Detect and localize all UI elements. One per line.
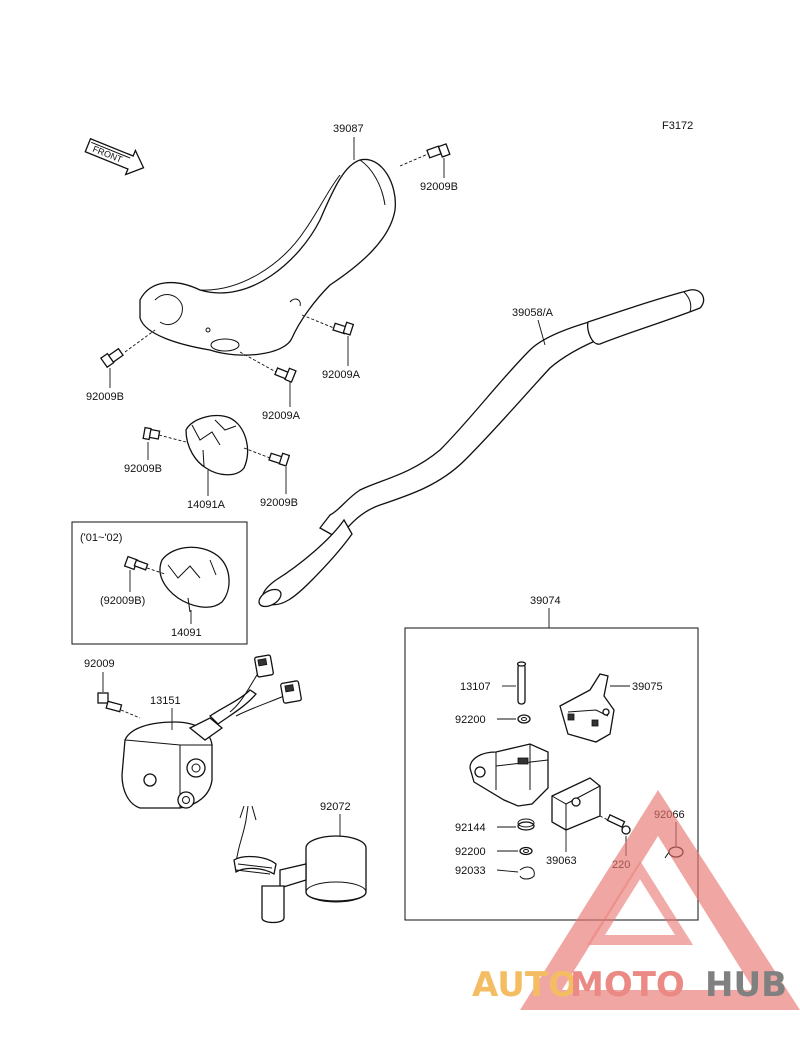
callout-92144: 92144 xyxy=(455,822,486,834)
clamp-band-92072 xyxy=(233,805,367,924)
bolt-92009b-top xyxy=(399,143,451,167)
callout-92009b-bracket-left: 92009B xyxy=(124,463,162,475)
callout-92009b-top: 92009B xyxy=(420,181,458,193)
callout-92200-b: 92200 xyxy=(455,846,486,858)
inset-caption: ('01~'02) xyxy=(80,532,122,544)
callout-92200-a: 92200 xyxy=(455,714,486,726)
callout-13107: 13107 xyxy=(460,681,491,693)
bolt-92009 xyxy=(97,692,141,719)
figure-code: F3172 xyxy=(662,120,693,132)
adjuster-39063 xyxy=(551,777,601,831)
bolt-92009a-bottom xyxy=(239,351,297,383)
parts-box-39074 xyxy=(404,627,699,921)
callout-39074: 39074 xyxy=(530,595,561,607)
watermark-logo: AUTO MOTO HUB xyxy=(472,790,800,1010)
callout-92009: 92009 xyxy=(84,658,115,670)
bolt-92009b-left xyxy=(99,329,156,369)
callout-14091a: 14091A xyxy=(187,499,226,511)
watermark-hub: HUB xyxy=(705,965,787,1005)
callout-92072: 92072 xyxy=(320,801,351,813)
handlebar-tube-part xyxy=(258,289,705,608)
bolt-92009b-bracket-left xyxy=(142,426,187,443)
callout-92009a-right: 92009A xyxy=(322,369,361,381)
bolt-92009a-right xyxy=(301,314,355,336)
lever-body-part xyxy=(469,743,549,807)
callout-92009a-bottom: 92009A xyxy=(262,410,301,422)
handlebar-cover-part xyxy=(139,158,396,356)
switch-assembly-13151 xyxy=(121,654,302,809)
switch-bracket-14091a xyxy=(185,415,249,476)
callout-92033: 92033 xyxy=(455,865,486,877)
inset-box-01-02 xyxy=(71,521,248,645)
bolt-92009b-inset xyxy=(123,555,166,575)
callout-92009b-inset: (92009B) xyxy=(100,595,145,607)
circlip-92033 xyxy=(519,866,535,880)
callout-13151: 13151 xyxy=(150,695,181,707)
bolt-92009b-bracket-right xyxy=(243,447,291,467)
washer-92200-a xyxy=(517,714,531,724)
callout-39058a: 39058/A xyxy=(512,307,554,319)
watermark-moto: MOTO xyxy=(570,965,685,1005)
watermark-triangle-icon xyxy=(520,790,800,1010)
callout-39063: 39063 xyxy=(546,855,577,867)
lever-bracket-39075 xyxy=(559,673,615,743)
pin-13107 xyxy=(516,661,527,705)
switch-bracket-14091 xyxy=(159,546,230,613)
washer-92200-b xyxy=(519,846,533,856)
callout-39087: 39087 xyxy=(333,123,364,135)
callout-39075: 39075 xyxy=(632,681,663,693)
callout-92009b-bracket-right: 92009B xyxy=(260,497,298,509)
watermark-auto: AUTO xyxy=(472,965,577,1005)
front-arrow-icon: FRONT xyxy=(84,137,145,176)
screw-220 xyxy=(599,814,631,835)
callout-14091: 14091 xyxy=(171,627,202,639)
callout-92009b-left: 92009B xyxy=(86,391,124,403)
spring-92144 xyxy=(517,818,535,831)
